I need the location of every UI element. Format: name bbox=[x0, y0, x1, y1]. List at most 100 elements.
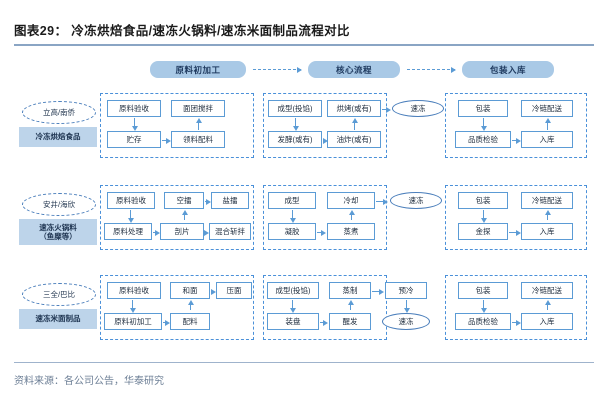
flow-arrow bbox=[317, 229, 326, 236]
row-company-label-2: 安井/海欣 bbox=[22, 193, 96, 216]
flow-arrow bbox=[347, 300, 354, 310]
flow-arrow bbox=[382, 106, 391, 113]
flow-arrow bbox=[480, 118, 487, 131]
step-box: 面团搅拌 bbox=[171, 100, 225, 117]
step-box: 预冷 bbox=[385, 282, 427, 299]
row-category-label-2: 速冻火锅料 （鱼糜等） bbox=[19, 219, 97, 245]
panel-row2-stage3 bbox=[445, 185, 587, 250]
step-box: 醒发 bbox=[329, 313, 371, 330]
flow-arrow bbox=[509, 229, 521, 236]
panel-row3-stage3 bbox=[445, 275, 587, 340]
flow-arrow bbox=[129, 300, 136, 313]
step-box: 贮存 bbox=[107, 131, 161, 148]
flow-arrow bbox=[376, 198, 388, 205]
panel-row1-stage1 bbox=[100, 93, 254, 158]
step-box: 成型(投馅) bbox=[268, 100, 322, 117]
row-company-label-1: 立高/南侨 bbox=[22, 101, 96, 124]
panel-row1-stage2 bbox=[263, 93, 387, 158]
flow-arrow bbox=[320, 319, 328, 326]
flow-arrow bbox=[289, 300, 296, 313]
panel-row1-stage3 bbox=[445, 93, 587, 158]
flow-arrow bbox=[323, 137, 328, 144]
figure-title: 图表29： 冷冻烘焙食品/速冻火锅料/速冻米面制品流程对比 bbox=[14, 24, 350, 38]
step-box: 冷却 bbox=[327, 192, 375, 209]
step-ellipse-freeze: 速冻 bbox=[390, 192, 442, 209]
step-box: 压面 bbox=[216, 282, 252, 299]
stage-connector-1 bbox=[253, 67, 302, 73]
row-company-label-3: 三全/巴比 bbox=[22, 283, 96, 306]
step-box: 混合斩拌 bbox=[209, 223, 251, 240]
step-box: 原料验收 bbox=[107, 100, 161, 117]
stage-header-1: 原料初加工 bbox=[150, 61, 246, 78]
step-box: 冷链配送 bbox=[521, 100, 573, 117]
step-box: 烘烤(或有) bbox=[327, 100, 381, 117]
flow-arrow bbox=[289, 210, 296, 223]
flow-arrow bbox=[181, 210, 188, 220]
step-box: 原料验收 bbox=[107, 282, 161, 299]
flow-arrow bbox=[480, 300, 487, 313]
row-category-label-1: 冷冻烘焙食品 bbox=[19, 127, 97, 147]
stage-header-3: 包装入库 bbox=[462, 61, 554, 78]
step-box: 金探 bbox=[458, 223, 508, 240]
flow-arrow bbox=[544, 118, 551, 130]
flow-arrow bbox=[187, 300, 194, 310]
step-box: 原料处理 bbox=[104, 223, 152, 240]
step-box: 空擂 bbox=[164, 192, 204, 209]
step-box: 剖片 bbox=[160, 223, 204, 240]
flow-arrow bbox=[403, 300, 410, 313]
footer-divider bbox=[14, 362, 594, 363]
step-ellipse-freeze: 速冻 bbox=[392, 100, 444, 117]
flow-arrow bbox=[512, 137, 521, 144]
flow-arrow bbox=[195, 118, 202, 130]
flow-arrow bbox=[162, 137, 171, 144]
step-box: 领料配料 bbox=[171, 131, 225, 148]
step-box: 包装 bbox=[458, 282, 508, 299]
step-box: 包装 bbox=[458, 100, 508, 117]
step-box: 配料 bbox=[170, 313, 210, 330]
flow-arrow bbox=[292, 118, 299, 131]
step-box: 成型 bbox=[268, 192, 316, 209]
row-category-label-3: 速冻米面制品 bbox=[19, 309, 97, 329]
step-box: 品质检验 bbox=[455, 313, 511, 330]
flow-arrow bbox=[211, 288, 216, 295]
step-box: 和面 bbox=[170, 282, 210, 299]
title-divider bbox=[14, 44, 594, 46]
step-box: 原料初加工 bbox=[104, 313, 162, 330]
flow-arrow bbox=[131, 118, 138, 131]
step-box: 成型(投馅) bbox=[267, 282, 319, 299]
step-box: 盐擂 bbox=[211, 192, 249, 209]
stage-header-2: 核心流程 bbox=[308, 61, 400, 78]
flow-arrow bbox=[544, 210, 551, 220]
step-box: 发酵(或有) bbox=[268, 131, 322, 148]
flow-arrow bbox=[480, 210, 487, 223]
flow-arrow bbox=[127, 210, 134, 223]
step-box: 冷链配送 bbox=[521, 192, 573, 209]
step-box: 凝胶 bbox=[268, 223, 316, 240]
flow-arrow bbox=[512, 319, 521, 326]
step-box: 入库 bbox=[521, 223, 573, 240]
step-box: 蒸煮 bbox=[327, 223, 375, 240]
step-box: 油炸(或有) bbox=[327, 131, 381, 148]
flow-arrow bbox=[348, 210, 355, 220]
flow-arrow bbox=[163, 319, 170, 326]
step-box: 冷链配送 bbox=[521, 282, 573, 299]
panel-row2-stage1 bbox=[100, 185, 254, 250]
panel-row3-stage2 bbox=[263, 275, 387, 340]
stage-connector-2 bbox=[407, 67, 456, 73]
panel-row2-stage2 bbox=[263, 185, 387, 250]
source-note: 资料来源：各公司公告，华泰研究 bbox=[14, 376, 164, 387]
flow-arrow bbox=[205, 198, 211, 205]
step-box: 包装 bbox=[458, 192, 508, 209]
step-box: 装盘 bbox=[267, 313, 319, 330]
flow-arrow bbox=[544, 300, 551, 310]
flow-arrow bbox=[153, 229, 160, 236]
step-box: 入库 bbox=[521, 131, 573, 148]
step-box: 入库 bbox=[521, 313, 573, 330]
step-box: 蒸制 bbox=[329, 282, 371, 299]
flow-arrow bbox=[351, 118, 358, 130]
step-box: 原料验收 bbox=[107, 192, 155, 209]
step-ellipse-freeze: 速冻 bbox=[382, 313, 430, 330]
step-box: 品质检验 bbox=[455, 131, 511, 148]
flow-arrow bbox=[372, 288, 384, 295]
